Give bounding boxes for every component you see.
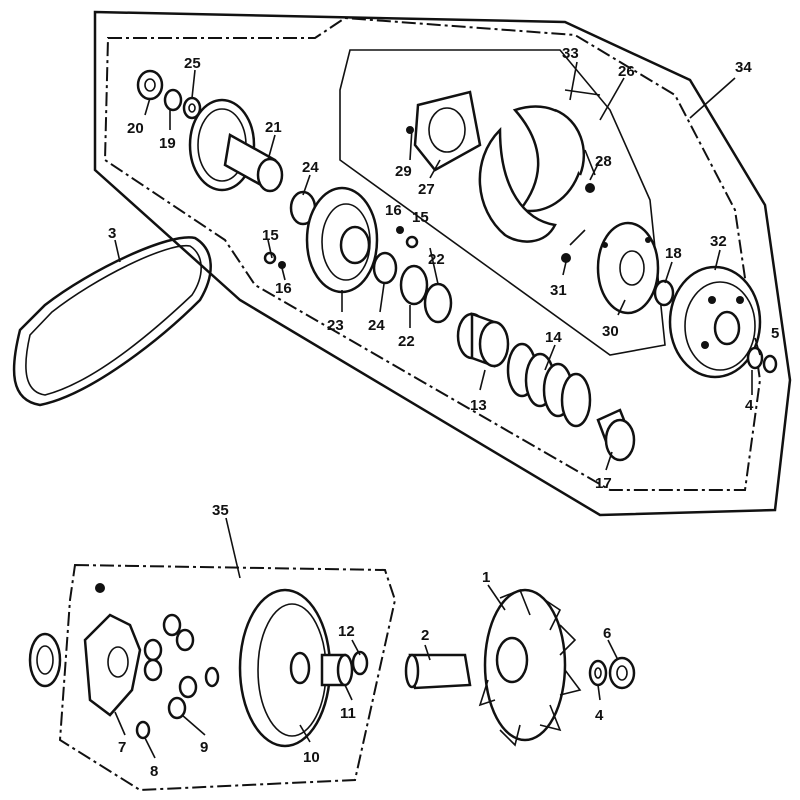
part-11-bushing <box>320 653 354 687</box>
part-17-collar <box>596 408 636 462</box>
label-18: 18 <box>665 245 682 262</box>
part-4-washer-lower <box>588 659 608 687</box>
part-14-spring <box>506 342 592 428</box>
label-22-lower: 22 <box>398 333 415 350</box>
part-15-roller <box>263 235 419 265</box>
part-5-nut <box>762 354 778 374</box>
label-6: 6 <box>603 625 611 642</box>
assembly-35-outline <box>58 563 397 792</box>
label-29: 29 <box>395 163 412 180</box>
label-22-upper: 22 <box>428 251 445 268</box>
part-30-clutch-carrier <box>596 221 660 315</box>
part-29-plate <box>406 90 482 172</box>
label-2: 2 <box>421 627 429 644</box>
assembly-34-outline <box>93 10 792 517</box>
label-7: 7 <box>118 739 126 756</box>
part-6-nut <box>608 656 636 690</box>
label-24-upper: 24 <box>302 159 319 176</box>
part-26-spring <box>564 89 601 246</box>
label-21: 21 <box>265 119 282 136</box>
label-33: 33 <box>562 45 579 62</box>
part-13-spacer <box>456 312 510 368</box>
part-32-clutch-outer <box>668 265 762 379</box>
part-9-rollers <box>143 613 220 720</box>
drive-belt <box>12 236 212 407</box>
label-8: 8 <box>150 763 158 780</box>
label-32: 32 <box>710 233 727 250</box>
part-8-slider <box>135 720 151 740</box>
part-22-seals <box>399 264 453 324</box>
label-27: 27 <box>418 181 435 198</box>
label-5: 5 <box>771 325 779 342</box>
part-labels: 1 2 3 4 4 5 6 7 8 9 10 11 12 13 14 15 15… <box>108 45 779 780</box>
label-34: 34 <box>735 59 752 76</box>
label-10: 10 <box>303 749 320 766</box>
label-4-upper: 4 <box>745 397 754 414</box>
label-16-right: 16 <box>385 202 402 219</box>
label-23: 23 <box>327 317 344 334</box>
part-20-bushing <box>136 69 164 101</box>
part-19-washer <box>163 88 183 112</box>
label-15-right: 15 <box>412 209 429 226</box>
part-1-fixed-drive-face <box>478 588 582 747</box>
part-10-movable-drive-face <box>238 588 332 748</box>
part-18-nut <box>653 279 675 307</box>
label-11: 11 <box>340 705 356 722</box>
part-23-sliding-sheave <box>305 186 379 294</box>
label-9: 9 <box>200 739 208 756</box>
label-15-left: 15 <box>262 227 279 244</box>
part-16-guide-pin <box>278 226 404 269</box>
label-35: 35 <box>212 502 229 519</box>
part-4-washer-upper <box>746 346 764 370</box>
part-starter-gear <box>28 632 62 688</box>
label-30: 30 <box>602 323 619 340</box>
part-25-washer <box>182 96 202 120</box>
part-28-bolt <box>584 149 596 193</box>
label-1: 1 <box>482 569 490 586</box>
label-20: 20 <box>127 120 144 137</box>
label-14: 14 <box>545 329 562 346</box>
part-24-oring-lower <box>372 251 398 285</box>
leader-lines <box>114 61 761 759</box>
part-33-clutch-shoes <box>478 105 585 243</box>
label-25: 25 <box>184 55 201 72</box>
label-28: 28 <box>595 153 612 170</box>
label-16-left: 16 <box>275 280 292 297</box>
part-2-collar <box>404 653 472 690</box>
label-24-lower: 24 <box>368 317 385 334</box>
label-3: 3 <box>108 225 116 242</box>
label-13: 13 <box>470 397 487 414</box>
label-17: 17 <box>595 475 612 492</box>
label-4-lower: 4 <box>595 707 604 724</box>
label-31: 31 <box>550 282 567 299</box>
part-7-ramp-plate <box>83 583 142 717</box>
part-12-oring <box>351 650 369 676</box>
label-12: 12 <box>338 623 355 640</box>
label-26: 26 <box>618 63 635 80</box>
label-19: 19 <box>159 135 176 152</box>
part-31-nut <box>561 253 571 263</box>
part-21-driven-pulley-shaft <box>188 98 284 193</box>
